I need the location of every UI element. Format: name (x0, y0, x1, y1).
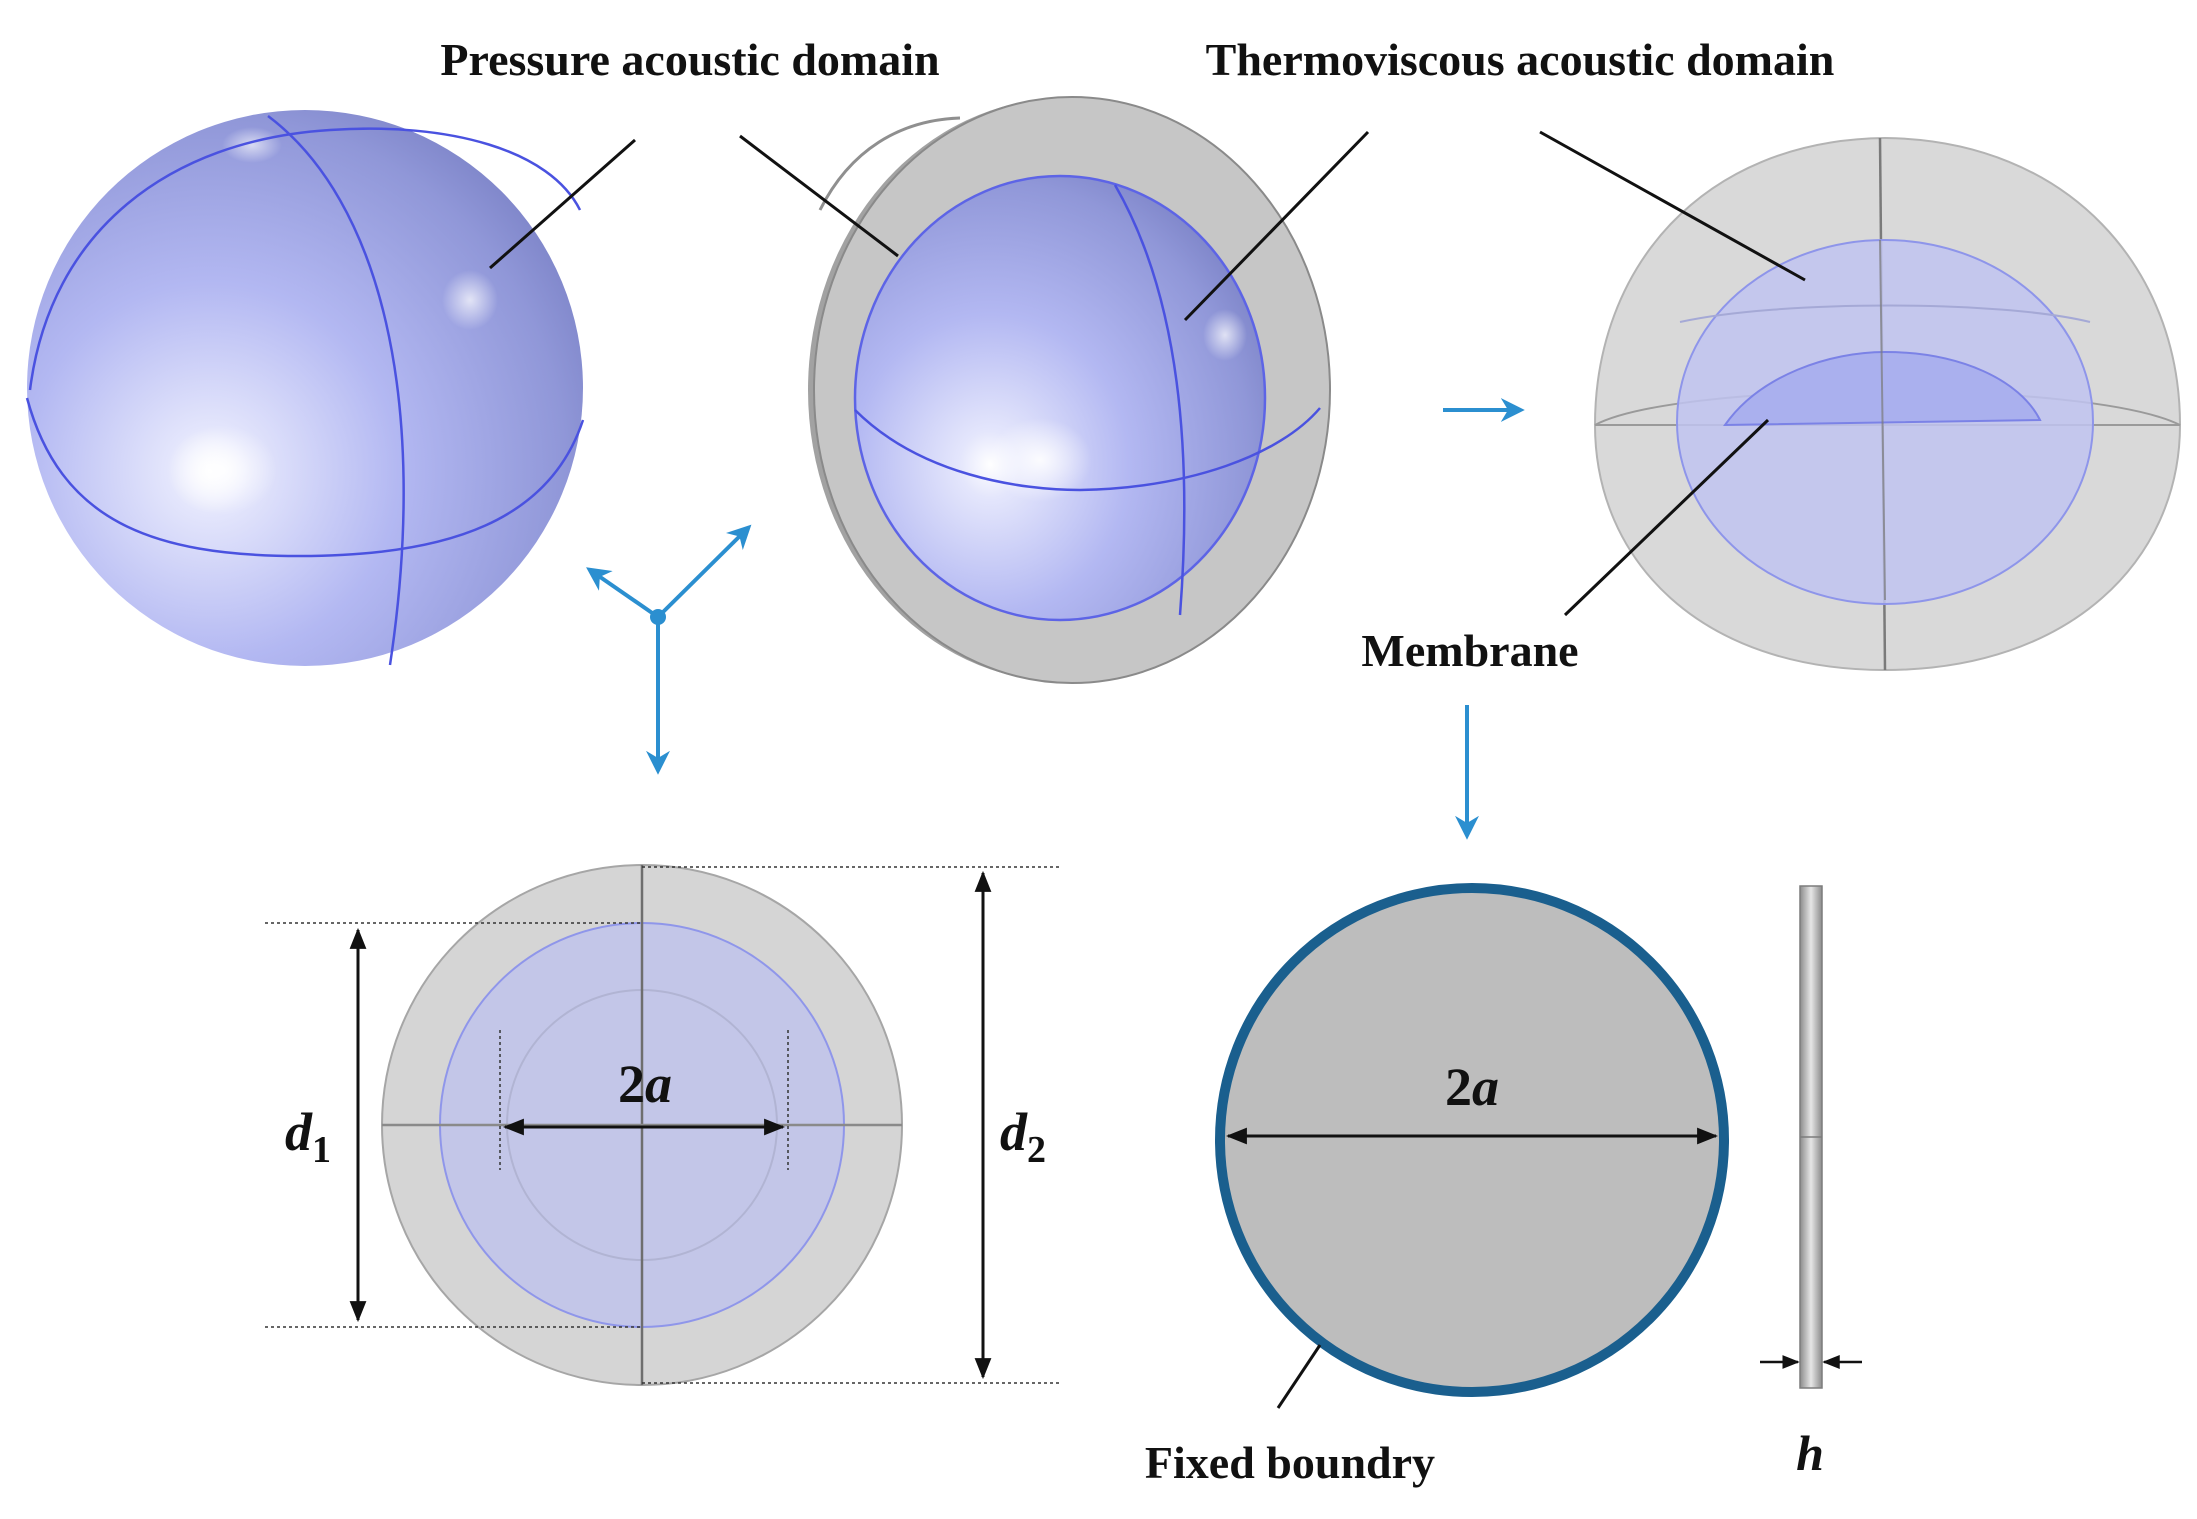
cross-section-view (381, 864, 903, 1386)
thermoviscous-shell (808, 96, 1331, 684)
two-a-left-label: 2a (618, 1054, 672, 1114)
dimension-guides (265, 866, 1060, 1384)
dimension-arrows (349, 870, 992, 1380)
membrane-label: Membrane (1361, 625, 1578, 676)
thickness-h-label: h (1796, 1425, 1824, 1481)
pressure-domain-label: Pressure acoustic domain (440, 34, 939, 85)
thermoviscous-domain-label: Thermoviscous acoustic domain (1206, 34, 1835, 85)
axes-triad-icon (586, 524, 752, 775)
fixed-boundary-label: Fixed boundry (1145, 1437, 1435, 1488)
membrane-side-view (1760, 885, 1862, 1389)
two-a-right-label: 2a (1445, 1057, 1499, 1117)
flow-arrows (586, 398, 1525, 840)
pressure-sphere (25, 110, 585, 666)
cutaway-hemisphere (1593, 136, 2182, 672)
d1-label: d1 (285, 1102, 331, 1171)
membrane-disc (1215, 883, 1729, 1397)
leader-lines (489, 130, 1806, 617)
d2-label: d2 (1000, 1102, 1046, 1171)
fixed-boundary-leader (1276, 1344, 1322, 1409)
